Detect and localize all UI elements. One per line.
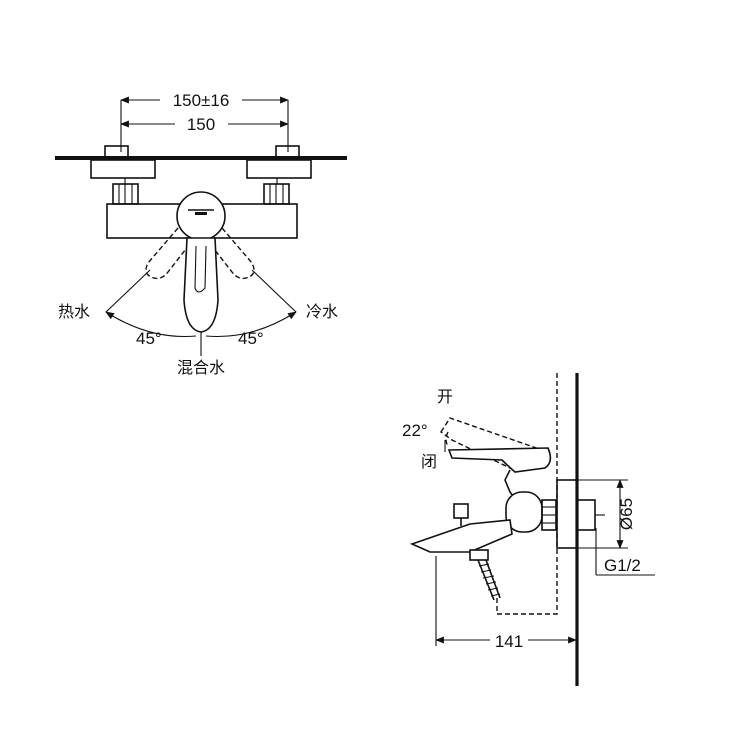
side-view: Ø65 G1/2 141 开 22° 闭 [402,373,655,686]
lever-center [183,237,219,333]
handle-hub [176,191,226,241]
dimension-150-16: 150±16 [120,91,289,152]
left-escutcheon [90,159,156,179]
dimension-diameter: Ø65 [577,479,636,549]
lever-cold-position [203,227,255,280]
cold-water-label: 冷水 [306,303,338,321]
left-stub [104,145,129,159]
dim-outer-label: 150±16 [173,91,230,110]
mixed-water-label: 混合水 [177,359,225,377]
dimension-150: 150 [120,115,289,134]
right-stub [275,145,300,159]
right-escutcheon [246,159,312,179]
dimension-141: 141 [435,556,577,651]
projection-label: 141 [495,632,523,651]
angle-left-label: 45° [136,329,162,348]
spout [409,519,513,553]
open-label: 开 [437,389,453,406]
diameter-label: Ø65 [617,498,636,530]
angle-right-label: 45° [238,329,264,348]
inlet-pipe [576,499,596,531]
lever-angle-label: 22° [402,421,428,440]
front-view: 150±16 150 [55,91,347,377]
left-nut [112,183,139,205]
thread-callout: G1/2 [595,528,655,576]
lever-hot-position [145,227,197,280]
wall-plate [55,156,347,160]
hose-connector [469,549,501,601]
closed-label: 闭 [421,453,437,471]
diverter-knob [453,503,469,519]
thread-label: G1/2 [604,556,641,575]
hot-water-label: 热水 [58,303,90,321]
dim-inner-label: 150 [187,115,215,134]
right-nut [263,183,290,205]
flange [556,479,578,549]
lever-closed [447,447,552,473]
